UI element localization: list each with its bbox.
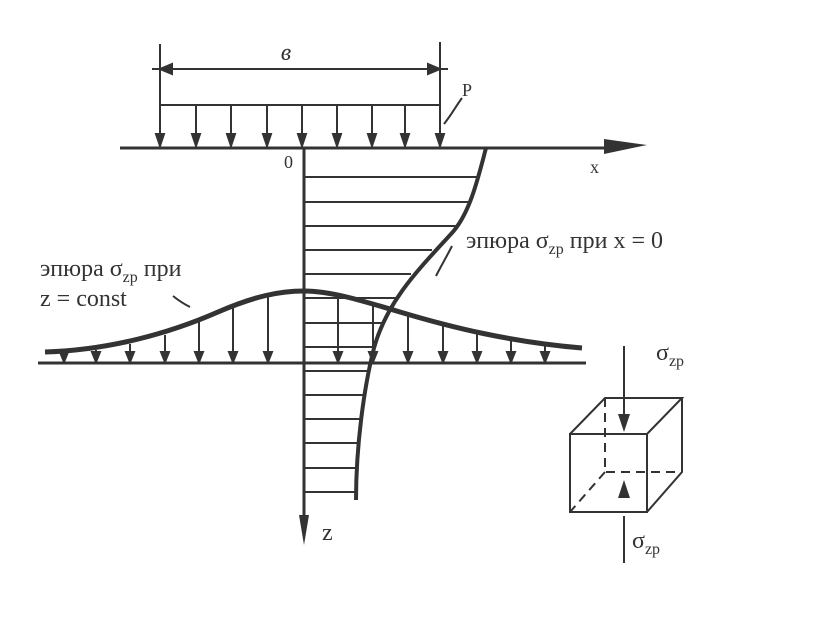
coordinate-axes [120,139,647,545]
origin-label: 0 [284,152,293,172]
epure-z-const-label-line2: z = const [40,286,127,312]
x-axis-label: x [590,157,599,177]
top-stress-label: σzp [656,340,684,370]
stress-epure-x0 [304,147,488,501]
epure-x0-label: эпюра σzp при x = 0 [466,228,663,258]
soil-element-cube [569,346,685,563]
bottom-stress-label: σzp [632,528,660,558]
distributed-load-p [154,97,463,150]
width-label: в [281,40,291,66]
epure-z-const-label-line1: эпюра σzp при [40,256,182,286]
load-label: P [462,80,472,100]
epure-x0-leader [435,245,453,277]
z-axis-label: z [322,520,333,546]
stress-epure-z-const [38,288,586,365]
